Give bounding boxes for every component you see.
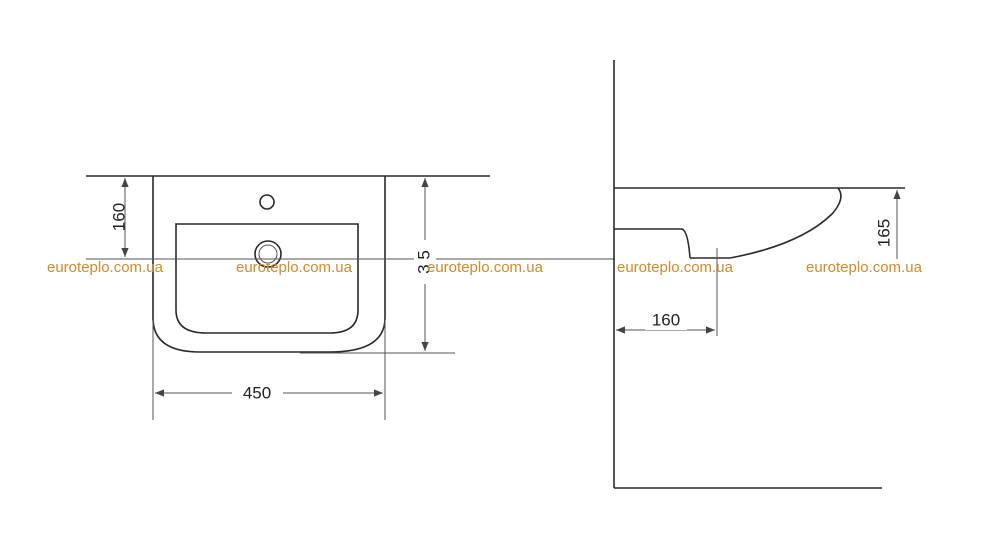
- side-view: 165 160: [613, 60, 905, 489]
- watermark-4: euroteplo.com.ua: [617, 259, 734, 276]
- watermark-1: euroteplo.com.ua: [47, 259, 164, 276]
- dim-label-160-side: 160: [652, 310, 680, 329]
- basin-outline: [152, 176, 386, 353]
- drain-inner: [258, 244, 278, 264]
- basin-bowl: [175, 223, 359, 334]
- dim-label-160-front: 160: [109, 203, 128, 231]
- front-view: 160 3 5 450: [86, 175, 615, 420]
- dim-label-depth-bg: [414, 240, 436, 284]
- dim-label-depth: 3 5: [414, 250, 433, 274]
- drain-outer: [254, 240, 282, 268]
- watermark-2: euroteplo.com.ua: [236, 259, 353, 276]
- dim-label-450: 450: [243, 383, 271, 402]
- dim-label-160-side-bg: [645, 310, 687, 330]
- side-basin-profile: [614, 187, 842, 259]
- dim-label-165: 165: [874, 219, 893, 247]
- watermarks: euroteplo.com.ua euroteplo.com.ua eurote…: [47, 259, 923, 276]
- watermark-5: euroteplo.com.ua: [806, 259, 923, 276]
- tap-hole: [259, 194, 275, 210]
- watermark-3: euroteplo.com.ua: [427, 259, 544, 276]
